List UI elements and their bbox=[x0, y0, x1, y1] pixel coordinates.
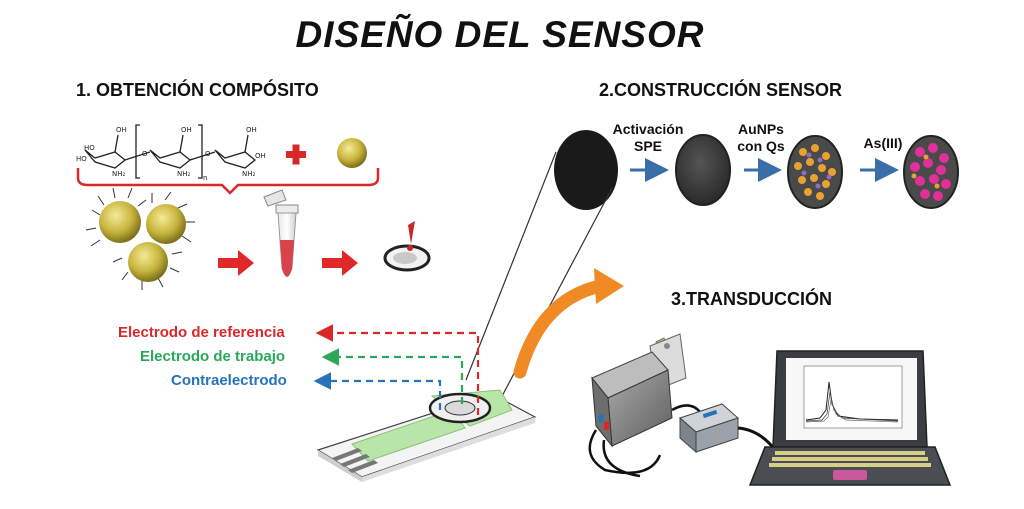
cable bbox=[602, 439, 641, 478]
cable bbox=[671, 404, 701, 413]
chem-ho-2: HO bbox=[76, 155, 87, 163]
cable bbox=[588, 429, 662, 475]
chitosan-structure bbox=[84, 124, 257, 179]
chem-o-2: O bbox=[205, 150, 211, 158]
eppendorf-tube bbox=[263, 189, 299, 277]
section-construccion-title: 2.CONSTRUCCIÓN SENSOR bbox=[599, 80, 843, 100]
chem-o-1: O bbox=[142, 150, 148, 158]
section-obtencion-title: 1. OBTENCIÓN COMPÓSITO bbox=[76, 80, 319, 100]
laptop bbox=[748, 350, 952, 486]
gold-nanoparticle bbox=[337, 138, 367, 168]
arsenic-electrode-disk bbox=[903, 135, 959, 209]
label-electrodo-trabajo: Electrodo de trabajo bbox=[140, 348, 286, 365]
activated-electrode-disk bbox=[675, 134, 731, 206]
zoom-line bbox=[465, 151, 557, 381]
interface-module bbox=[679, 403, 739, 454]
aunps-qs-electrode-disk bbox=[787, 135, 843, 209]
leader-line-referencia bbox=[315, 324, 480, 415]
chem-nh2-2: NH₂ bbox=[177, 170, 191, 178]
step-aunps-label: AuNPs con Qs bbox=[726, 121, 796, 155]
leader-line-trabajo bbox=[321, 348, 464, 404]
step-activacion-label: Activación SPE bbox=[603, 121, 693, 155]
screen-printed-electrode bbox=[316, 389, 537, 482]
step-activacion-line1: Activación bbox=[612, 121, 684, 137]
chem-oh-4: OH bbox=[255, 152, 266, 160]
arrow-right-icon bbox=[322, 250, 358, 276]
step-arsenic-label: As(III) bbox=[863, 135, 903, 151]
chem-oh-3: OH bbox=[246, 126, 257, 134]
chem-n: n bbox=[203, 174, 207, 182]
voltammogram-plot bbox=[803, 365, 903, 429]
step-activacion-line2: SPE bbox=[633, 138, 662, 154]
step-aunps-line1: AuNPs bbox=[738, 121, 784, 137]
composite-particles bbox=[85, 187, 195, 290]
chem-nh2-1: NH₂ bbox=[112, 170, 126, 178]
arrow-right-icon bbox=[218, 250, 254, 276]
chem-ho-1: HO bbox=[84, 144, 95, 152]
label-electrodo-referencia: Electrodo de referencia bbox=[118, 324, 285, 341]
chem-oh-1: OH bbox=[116, 126, 127, 134]
diagram-title: DISEÑO DEL SENSOR bbox=[295, 14, 705, 55]
spe-electrode-disk bbox=[554, 130, 618, 210]
orange-curved-arrow bbox=[513, 279, 607, 379]
composite-brace bbox=[76, 168, 380, 195]
step-aunps-line2: con Qs bbox=[737, 138, 785, 154]
potentiostat-device bbox=[591, 333, 687, 448]
touchpad bbox=[833, 470, 867, 480]
chem-oh-2: OH bbox=[181, 126, 192, 134]
drop-cast-icon bbox=[383, 221, 431, 272]
plus-icon bbox=[286, 144, 306, 165]
leader-line-contra bbox=[313, 372, 442, 410]
chem-nh2-3: NH₂ bbox=[242, 170, 256, 178]
section-transduccion-title: 3.TRANSDUCCIÓN bbox=[671, 289, 833, 309]
label-contraelectrodo: Contraelectrodo bbox=[171, 372, 287, 389]
orange-arrowhead-icon bbox=[594, 268, 624, 304]
